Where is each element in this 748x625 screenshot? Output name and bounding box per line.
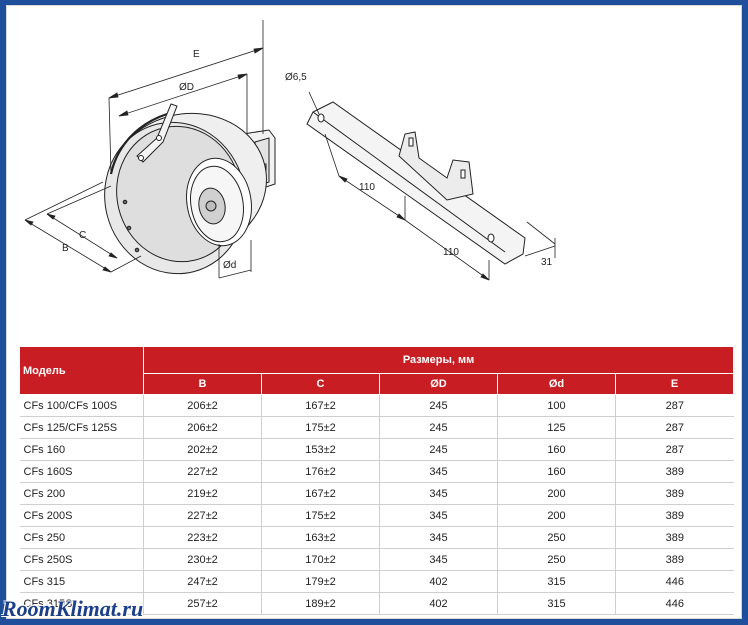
dim-label-110-lower: 110 [443,247,459,258]
value-cell: 250 [497,526,616,549]
table-row: CFs 250S 230±2 170±2 345 250 389 [19,548,734,571]
value-cell: 200 [497,482,616,505]
value-cell: 287 [615,394,734,417]
value-cell: 345 [379,548,498,571]
value-cell: 402 [379,592,498,615]
column-header-c: C [261,373,380,395]
dim-label-31: 31 [541,257,553,268]
value-cell: 125 [497,416,616,439]
value-cell: 206±2 [143,394,262,417]
value-cell: 227±2 [143,460,262,483]
dim-label-110-upper: 110 [359,182,375,193]
model-column-header: Модель [19,346,144,395]
value-cell: 202±2 [143,438,262,461]
dim-label-b: B [62,243,69,254]
value-cell: 100 [497,394,616,417]
value-cell: 223±2 [143,526,262,549]
value-cell: 230±2 [143,548,262,571]
value-cell: 345 [379,504,498,527]
table-row: CFs 315S 257±2 189±2 402 315 446 [19,592,734,615]
technical-drawing: E ØD B C Ød [24,20,556,281]
value-cell: 200 [497,504,616,527]
value-cell: 179±2 [261,570,380,593]
model-cell: CFs 250S [19,548,144,571]
value-cell: 257±2 [143,592,262,615]
column-header-e: E [614,373,735,395]
value-cell: 176±2 [261,460,380,483]
model-cell: CFs 160S [19,460,144,483]
value-cell: 389 [615,460,734,483]
value-cell: 170±2 [261,548,380,571]
value-cell: 175±2 [261,504,380,527]
value-cell: 167±2 [261,394,380,417]
value-cell: 345 [379,482,498,505]
value-cell: 189±2 [261,592,380,615]
model-cell: CFs 315 [19,570,144,593]
value-cell: 287 [615,438,734,461]
value-cell: 345 [379,526,498,549]
model-cell: CFs 100/CFs 100S [19,394,144,417]
value-cell: 167±2 [261,482,380,505]
model-cell: CFs 160 [19,438,144,461]
value-cell: 389 [615,482,734,505]
model-cell: CFs 315S [19,592,144,615]
bracket-dimensions [308,91,556,281]
table-row: CFs 160 202±2 153±2 245 160 287 [19,438,734,461]
value-cell: 153±2 [261,438,380,461]
value-cell: 315 [497,570,616,593]
table-row: CFs 125/CFs 125S 206±2 175±2 245 125 287 [19,416,734,439]
table-row: CFs 200S 227±2 175±2 345 200 389 [19,504,734,527]
watermark-logo: RoomKlimat.ru [2,596,144,621]
table-row: CFs 160S 227±2 176±2 345 160 389 [19,460,734,483]
fan-dimensions [24,20,264,279]
model-cell: CFs 200 [19,482,144,505]
value-cell: 163±2 [261,526,380,549]
dim-label-d-inner: Ød [223,260,236,271]
dim-label-d-outer: ØD [179,82,194,93]
value-cell: 160 [497,460,616,483]
value-cell: 389 [615,548,734,571]
value-cell: 446 [615,592,734,615]
dim-label-c: C [79,230,86,241]
column-header-d-inner: Ød [497,373,616,395]
dimensions-group-header: Размеры, мм [142,346,735,374]
value-cell: 227±2 [143,504,262,527]
value-cell: 287 [615,416,734,439]
column-header-d-outer: ØD [379,373,498,395]
table-row: CFs 200 219±2 167±2 345 200 389 [19,482,734,505]
value-cell: 245 [379,416,498,439]
dim-label-hole: Ø6,5 [285,72,307,83]
dim-label-e: E [193,49,200,60]
value-cell: 345 [379,460,498,483]
table-row: CFs 315 247±2 179±2 402 315 446 [19,570,734,593]
value-cell: 250 [497,548,616,571]
value-cell: 206±2 [143,416,262,439]
table-row: CFs 250 223±2 163±2 345 250 389 [19,526,734,549]
value-cell: 315 [497,592,616,615]
value-cell: 219±2 [143,482,262,505]
value-cell: 446 [615,570,734,593]
value-cell: 389 [615,504,734,527]
value-cell: 389 [615,526,734,549]
value-cell: 160 [497,438,616,461]
table-row: CFs 100/CFs 100S 206±2 167±2 245 100 287 [19,394,734,417]
column-header-b: B [143,373,262,395]
model-cell: CFs 125/CFs 125S [19,416,144,439]
value-cell: 175±2 [261,416,380,439]
fan-illustration [104,103,276,275]
document-frame: E ØD B C Ød [6,5,742,619]
value-cell: 247±2 [143,570,262,593]
value-cell: 402 [379,570,498,593]
model-cell: CFs 200S [19,504,144,527]
model-cell: CFs 250 [19,526,144,549]
dimensions-table: Модель Размеры, мм B C ØD Ød E CFs 100/C… [19,346,735,615]
bracket-illustration [306,101,526,265]
value-cell: 245 [379,438,498,461]
value-cell: 245 [379,394,498,417]
